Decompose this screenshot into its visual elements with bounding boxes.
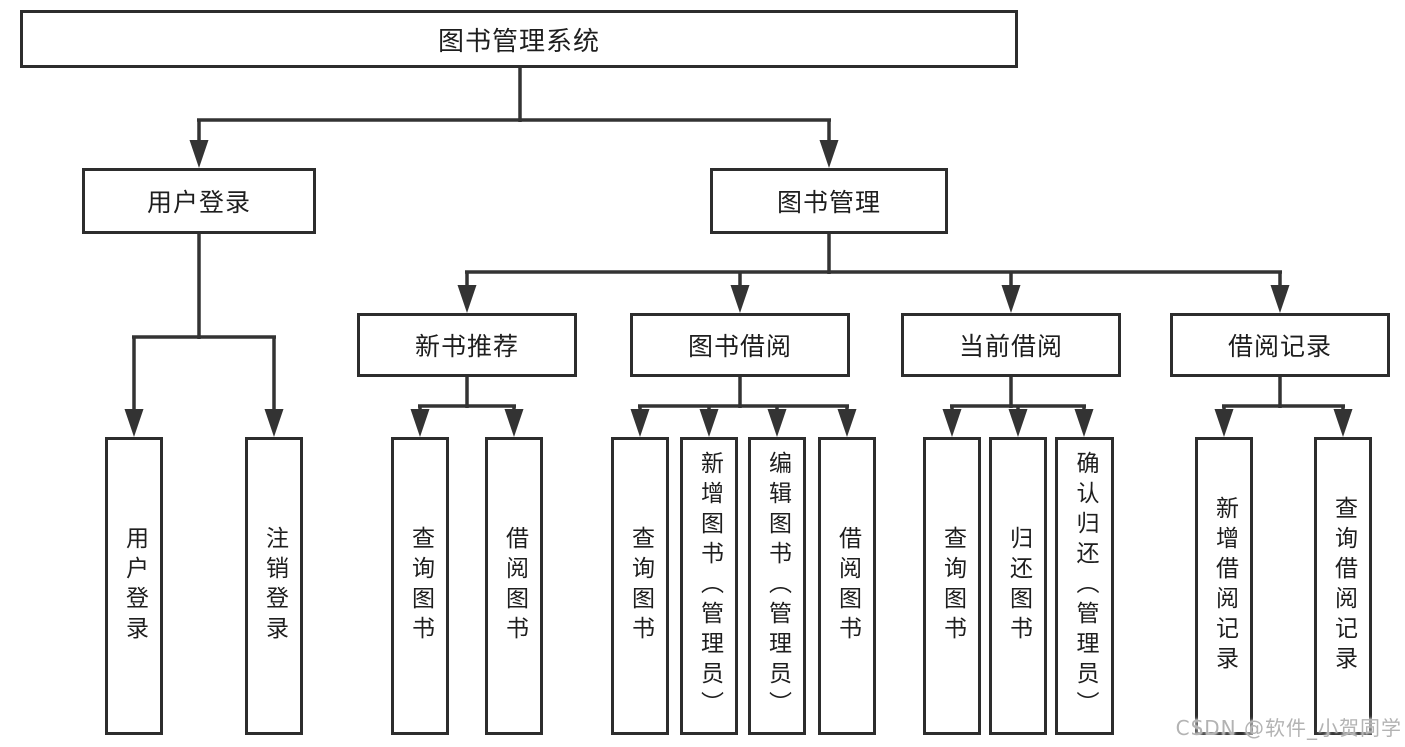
node-book-borrowing: 图书借阅 [630,313,850,377]
leaf-label: 借阅图书 [834,526,861,646]
arrowhead-down-icon [1333,409,1353,437]
node-library-system-root: 图书管理系统 [20,10,1018,68]
leaf-label: 查询图书 [407,526,434,646]
leaf-confirm-return-admin: 确认归还（管理员） [1055,437,1114,735]
arrowhead-down-icon [699,409,719,437]
leaf-return-books: 归还图书 [989,437,1047,735]
arrowhead-down-icon [819,140,839,168]
leaf-label: 新增借阅记录 [1211,496,1238,676]
leaf-label: 注销登录 [261,526,288,646]
leaf-user-login: 用户登录 [105,437,163,735]
leaf-label: 用户登录 [121,526,148,646]
arrowhead-down-icon [1001,285,1021,313]
arrowhead-down-icon [730,285,750,313]
leaf-label: 编辑图书（管理员） [764,451,791,721]
leaf-logout: 注销登录 [245,437,303,735]
arrowhead-down-icon [1270,285,1290,313]
leaf-label: 归还图书 [1005,526,1032,646]
leaf-add-book-admin: 新增图书（管理员） [680,437,738,735]
leaf-label: 确认归还（管理员） [1072,451,1098,721]
leaf-edit-book-admin: 编辑图书（管理员） [748,437,806,735]
node-current-borrowing: 当前借阅 [901,313,1121,377]
arrowhead-down-icon [1074,409,1094,437]
leaf-label: 查询图书 [939,526,966,646]
arrowhead-down-icon [124,409,144,437]
arrowhead-down-icon [457,285,477,313]
arrowhead-down-icon [264,409,284,437]
arrowhead-down-icon [1008,409,1028,437]
node-user-login-branch: 用户登录 [82,168,316,234]
arrowhead-down-icon [630,409,650,437]
arrowhead-down-icon [767,409,787,437]
node-book-management-branch: 图书管理 [710,168,948,234]
leaf-label: 新增图书（管理员） [696,451,723,721]
leaf-query-borrow-record: 查询借阅记录 [1314,437,1372,735]
leaf-add-borrow-record: 新增借阅记录 [1195,437,1253,735]
leaf-borrow-books-recommend: 借阅图书 [485,437,543,735]
arrowhead-down-icon [837,409,857,437]
arrowhead-down-icon [942,409,962,437]
leaf-label: 查询借阅记录 [1330,496,1357,676]
arrowhead-down-icon [1214,409,1234,437]
leaf-borrow-books: 借阅图书 [818,437,876,735]
node-new-book-recommendation: 新书推荐 [357,313,577,377]
node-borrowing-records: 借阅记录 [1170,313,1390,377]
leaf-label: 查询图书 [627,526,654,646]
leaf-query-books-recommend: 查询图书 [391,437,449,735]
leaf-label: 借阅图书 [501,526,528,646]
arrowhead-down-icon [189,140,209,168]
leaf-query-books-current: 查询图书 [923,437,981,735]
leaf-query-books-borrow: 查询图书 [611,437,669,735]
arrowhead-down-icon [504,409,524,437]
arrowhead-down-icon [410,409,430,437]
